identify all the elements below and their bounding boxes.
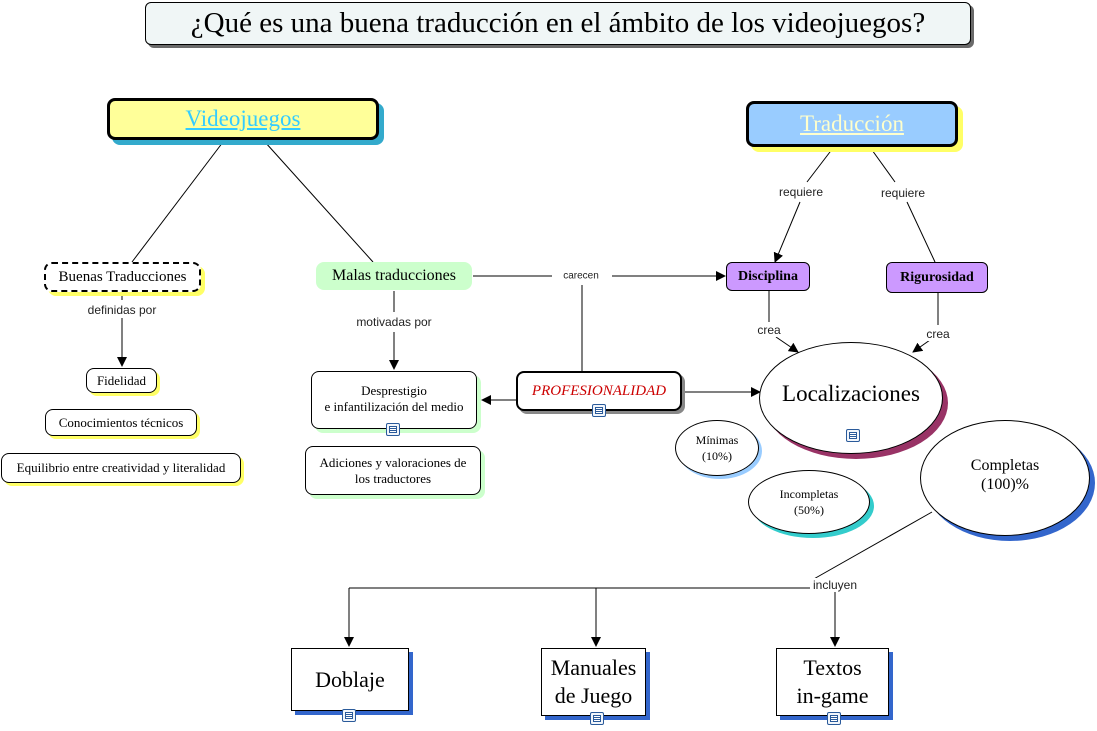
node-incompletas-line-1: Incompletas	[779, 487, 839, 501]
link-label-definidas-por: definidas por	[84, 303, 160, 317]
node-minimas-line-2: (10%)	[702, 449, 732, 463]
node-completas[interactable]: Completas (100)%	[920, 420, 1090, 536]
title-text: ¿Qué es una buena traducción en el ámbit…	[190, 7, 926, 39]
line-traduccion-requiere-1	[806, 147, 834, 183]
node-rigurosidad[interactable]: Rigurosidad	[886, 262, 988, 293]
node-videojuegos-link[interactable]: Videojuegos	[185, 106, 301, 131]
node-manuales-line-2: de Juego	[554, 683, 633, 708]
link-label-requiere: requiere	[775, 185, 827, 199]
node-traduccion-link[interactable]: Traducción	[800, 111, 904, 136]
node-conocimientos-tecnicos-label: Conocimientos técnicos	[58, 414, 184, 430]
document-icon[interactable]	[386, 423, 400, 436]
node-incompletas-line-2: (50%)	[794, 503, 824, 517]
node-minimas[interactable]: Mínimas (10%)	[675, 420, 759, 476]
node-adiciones[interactable]: Adiciones y valoraciones de los traducto…	[305, 446, 481, 495]
page-title: ¿Qué es una buena traducción en el ámbit…	[145, 2, 971, 45]
node-fidelidad-label: Fidelidad	[96, 372, 147, 388]
link-label-crea: crea	[754, 323, 784, 337]
node-equilibrio-label: Equilibrio entre creatividad y literalid…	[16, 460, 226, 475]
node-doblaje[interactable]: Doblaje	[291, 648, 409, 711]
line-videojuegos-malas	[264, 141, 374, 263]
document-icon[interactable]	[846, 429, 860, 442]
line-crea-localizaciones-1	[775, 336, 799, 353]
node-disciplina-label: Disciplina	[738, 268, 798, 284]
node-manuales-line-1: Manuales	[550, 655, 637, 680]
node-desprestigio-line-2: e infantilización del medio	[324, 399, 464, 414]
line-requiere-2-rigurosidad	[906, 201, 936, 263]
node-buenas-traducciones[interactable]: Buenas Traducciones	[44, 262, 201, 292]
node-buenas-traducciones-label: Buenas Traducciones	[58, 268, 187, 285]
node-textos[interactable]: Textos in-game	[776, 648, 889, 716]
node-adiciones-line-2: los traductores	[354, 470, 432, 486]
node-manuales[interactable]: Manuales de Juego	[541, 648, 646, 716]
node-profesionalidad[interactable]: PROFESIONALIDAD	[516, 371, 682, 411]
node-equilibrio[interactable]: Equilibrio entre creatividad y literalid…	[1, 453, 241, 483]
node-rigurosidad-label: Rigurosidad	[900, 269, 974, 285]
node-profesionalidad-label: PROFESIONALIDAD	[531, 382, 667, 399]
node-textos-line-2: in-game	[796, 683, 869, 708]
link-label-crea: crea	[923, 327, 953, 341]
link-label-carecen: carecen	[560, 270, 602, 282]
node-conocimientos-tecnicos[interactable]: Conocimientos técnicos	[45, 409, 197, 436]
line-videojuegos-buenas	[131, 141, 224, 263]
node-traduccion[interactable]: Traducción	[746, 101, 958, 147]
line-requiere-1-disciplina	[773, 201, 801, 263]
node-minimas-line-1: Mínimas	[695, 433, 739, 447]
node-completas-line-2: (100)%	[981, 476, 1029, 493]
document-icon[interactable]	[342, 709, 356, 722]
document-icon[interactable]	[592, 404, 606, 417]
line-completas-incluyen	[811, 511, 933, 581]
link-label-incluyen: incluyen	[809, 578, 861, 592]
node-incompletas[interactable]: Incompletas (50%)	[748, 470, 870, 534]
link-label-motivadas-por: motivadas por	[353, 315, 435, 329]
node-adiciones-line-1: Adiciones y valoraciones de	[319, 454, 467, 470]
document-icon[interactable]	[590, 712, 604, 725]
link-label-requiere: requiere	[877, 186, 929, 200]
node-malas-traducciones[interactable]: Malas traducciones	[316, 262, 472, 290]
node-fidelidad[interactable]: Fidelidad	[86, 368, 157, 393]
line-crea-localizaciones-2	[912, 339, 931, 353]
node-localizaciones[interactable]: Localizaciones	[759, 342, 943, 454]
node-disciplina[interactable]: Disciplina	[726, 262, 810, 291]
node-desprestigio-line-1: Desprestigio	[361, 383, 427, 398]
node-completas-line-1: Completas	[970, 457, 1040, 474]
node-textos-line-1: Textos	[803, 655, 862, 680]
line-traduccion-requiere-2	[871, 149, 896, 183]
node-desprestigio[interactable]: Desprestigio e infantilización del medio	[311, 371, 477, 429]
node-malas-traducciones-label: Malas traducciones	[332, 267, 456, 284]
node-doblaje-label: Doblaje	[315, 666, 385, 692]
node-videojuegos[interactable]: Videojuegos	[107, 98, 379, 140]
node-localizaciones-label: Localizaciones	[782, 381, 920, 406]
document-icon[interactable]	[827, 712, 841, 725]
